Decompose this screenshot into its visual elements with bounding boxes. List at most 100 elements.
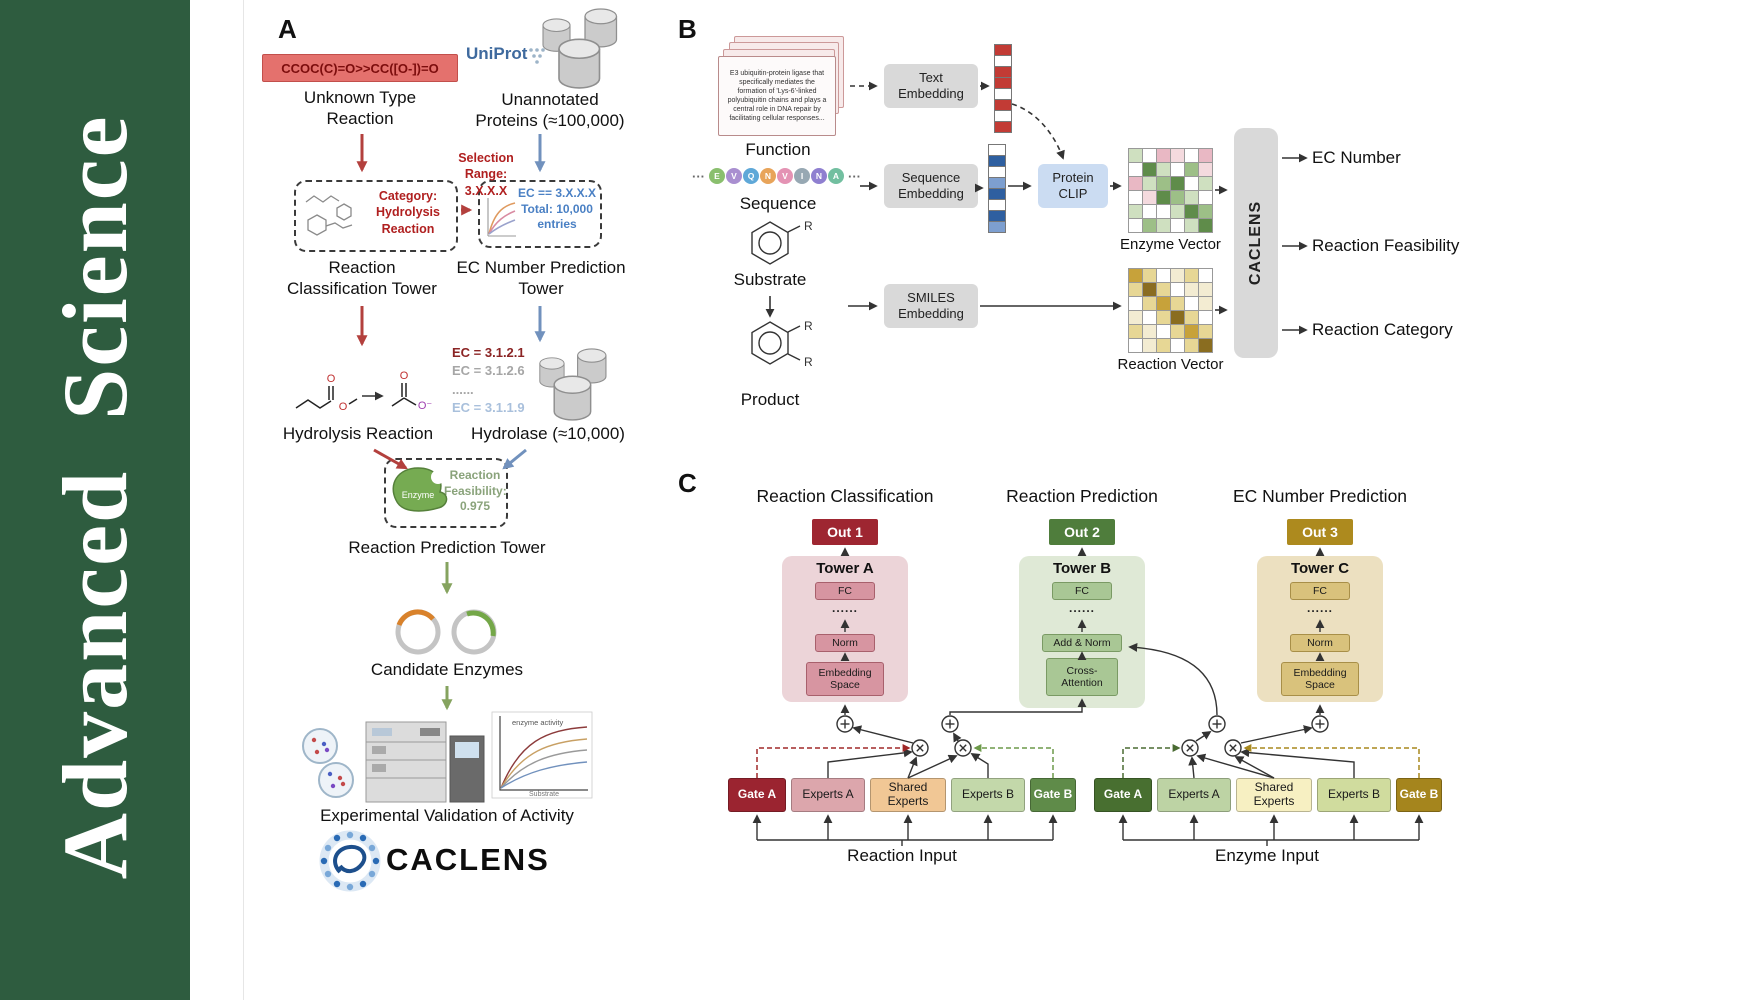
gate-a-left: Gate A	[728, 778, 786, 812]
gate-b-left: Gate B	[1030, 778, 1076, 812]
reaction-classification-box	[294, 180, 458, 252]
gate-b-right: Gate B	[1396, 778, 1442, 812]
matrix-cell	[1157, 191, 1170, 204]
matrix-cell	[1199, 297, 1212, 310]
matrix-cell	[1157, 297, 1170, 310]
ec-filter-text: EC == 3.X.X.X Total: 10,000 entries	[517, 186, 597, 232]
column-title-reaction-classification: Reaction Classification	[756, 486, 934, 506]
multiply-node	[1181, 739, 1199, 757]
matrix-cell	[1171, 297, 1184, 310]
ellipsis-right: ···	[848, 168, 861, 184]
reaction-input-label: Reaction Input	[847, 846, 957, 865]
category-text: Category: Hydrolysis Reaction	[376, 189, 440, 236]
matrix-cell	[1171, 311, 1184, 324]
matrix-cell	[1185, 325, 1198, 338]
ec-item: EC = 3.1.1.9	[452, 400, 525, 416]
matrix-cell	[995, 111, 1011, 121]
tower-a-embedding: Embedding Space	[806, 662, 884, 696]
reaction-vector-matrix	[1128, 268, 1213, 353]
ec-tower-label: EC Number Prediction Tower	[456, 258, 626, 298]
matrix-cell	[1171, 219, 1184, 232]
smiles-embedding-box: SMILES Embedding	[884, 284, 978, 328]
tower-a-title: Tower A	[816, 560, 874, 577]
matrix-cell	[995, 67, 1011, 77]
sequence-embedding-vector	[988, 144, 1006, 233]
matrix-cell	[1199, 219, 1212, 232]
matrix-cell	[1129, 339, 1142, 352]
shared-experts-right: Shared Experts	[1236, 778, 1312, 812]
residue-circle: N	[811, 168, 827, 184]
matrix-cell	[1129, 325, 1142, 338]
matrix-cell	[1185, 149, 1198, 162]
matrix-cell	[989, 145, 1005, 155]
matrix-cell	[995, 56, 1011, 66]
matrix-cell	[1199, 163, 1212, 176]
matrix-cell	[1185, 191, 1198, 204]
panel-b-arrows	[765, 81, 1308, 335]
ec-filter-box	[478, 180, 602, 248]
atom-o: O	[327, 373, 336, 385]
sum-node	[941, 715, 959, 733]
journal-name: Advanced Science	[44, 114, 146, 880]
enzyme-vector-matrix	[1128, 148, 1213, 233]
matrix-cell	[1171, 163, 1184, 176]
tower-a-dots: ......	[831, 601, 858, 615]
sum-node	[1208, 715, 1226, 733]
tower-a-fc: FC	[815, 582, 875, 600]
matrix-cell	[995, 78, 1011, 88]
matrix-cell	[1157, 177, 1170, 190]
experts-b-left: Experts B	[951, 778, 1025, 812]
protein-clip-box: Protein CLIP	[1038, 164, 1108, 208]
multiply-node	[1224, 739, 1242, 757]
matrix-cell	[1185, 163, 1198, 176]
multiply-node	[954, 739, 972, 757]
out3-box: Out 3	[1287, 519, 1353, 545]
matrix-cell	[1129, 177, 1142, 190]
residue-circle: I	[794, 168, 810, 184]
experts-a-left: Experts A	[791, 778, 865, 812]
out1-box: Out 1	[812, 519, 878, 545]
tower-a-norm: Norm	[815, 634, 875, 652]
smiles-reaction-box: CCOC(C)=O>>CC([O-])=O	[262, 54, 458, 82]
matrix-cell	[1143, 269, 1156, 282]
matrix-cell	[1199, 177, 1212, 190]
matrix-cell	[1171, 149, 1184, 162]
sample-dish-icons	[302, 728, 354, 798]
matrix-cell	[1143, 339, 1156, 352]
tower-c-dots: ......	[1306, 601, 1333, 615]
product-r-label: R	[804, 355, 813, 369]
tower-c-embedding: Embedding Space	[1281, 662, 1359, 696]
matrix-cell	[1171, 339, 1184, 352]
plot-title: enzyme activity	[512, 718, 564, 727]
matrix-cell	[1199, 339, 1212, 352]
matrix-cell	[1199, 269, 1212, 282]
matrix-cell	[1199, 149, 1212, 162]
product-molecule: R R	[751, 319, 813, 369]
atom-o: O	[400, 370, 409, 382]
column-title-ec-number-prediction: EC Number Prediction	[1232, 486, 1408, 506]
matrix-cell	[1199, 311, 1212, 324]
enzyme-input-label: Enzyme Input	[1215, 846, 1319, 865]
function-card-text: E3 ubiquitin-protein ligase that specifi…	[727, 69, 827, 123]
matrix-cell	[1143, 325, 1156, 338]
matrix-cell	[1129, 219, 1142, 232]
matrix-cell	[989, 156, 1005, 166]
matrix-cell	[1143, 297, 1156, 310]
matrix-cell	[1171, 283, 1184, 296]
tower-c-title: Tower C	[1290, 560, 1350, 577]
feasibility-box	[384, 458, 508, 528]
substrate-r-label: R	[804, 219, 813, 233]
sequence-embedding-label: Sequence Embedding	[898, 169, 964, 201]
hydrolysis-reaction-label: Hydrolysis Reaction	[282, 424, 434, 443]
database-icon-top	[543, 9, 617, 88]
matrix-cell	[1143, 191, 1156, 204]
smiles-text: CCOC(C)=O>>CC([O-])=O	[281, 60, 439, 76]
matrix-cell	[1157, 149, 1170, 162]
matrix-cell	[1157, 339, 1170, 352]
sequence-embedding-box: Sequence Embedding	[884, 164, 978, 208]
feasibility-text: Reaction Feasibility: 0.975	[444, 468, 507, 514]
protein-clip-label: Protein CLIP	[1052, 169, 1094, 201]
candidate-enzymes-label: Candidate Enzymes	[370, 660, 524, 679]
